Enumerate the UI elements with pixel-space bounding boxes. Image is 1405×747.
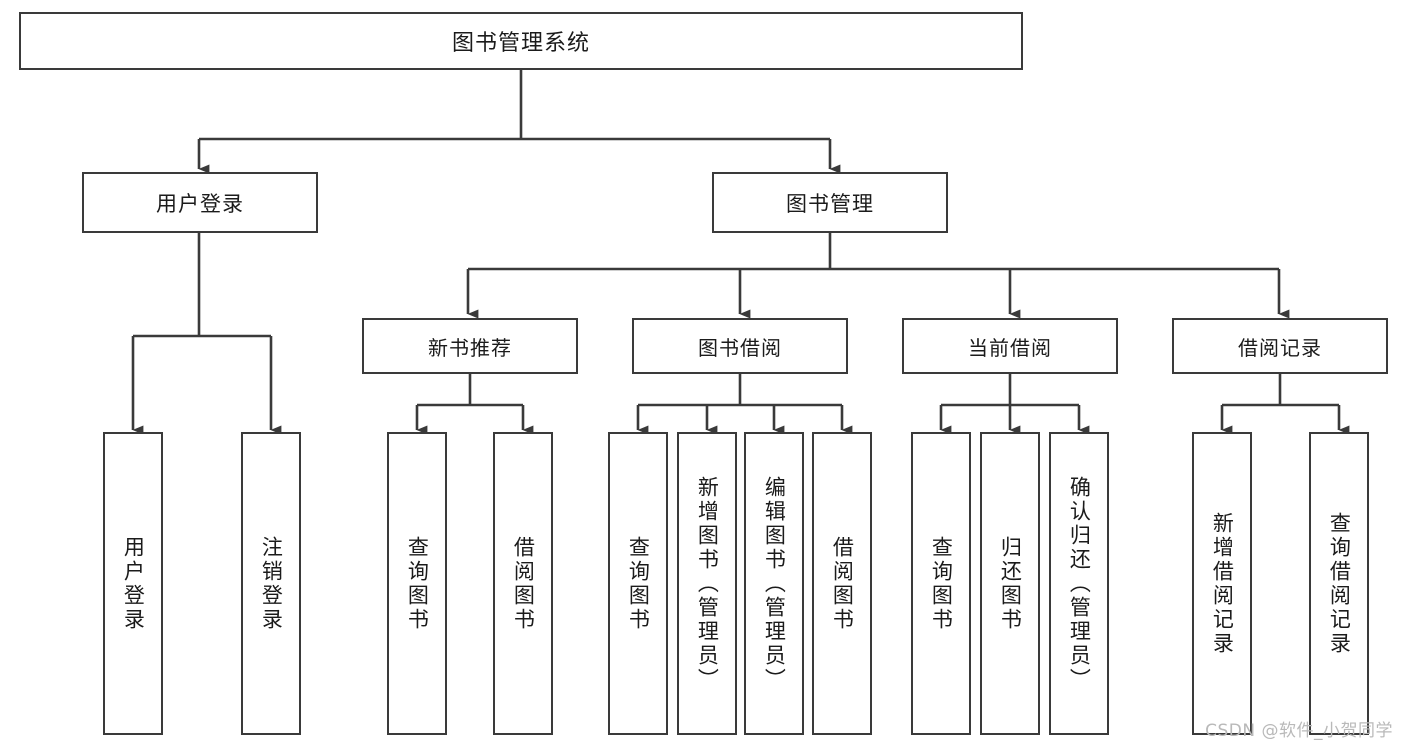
leaf-user-login-label: 用户登录: [121, 535, 146, 632]
leaf-edit-book-admin-label: 编辑图书（管理员）: [762, 475, 787, 692]
leaf-borrow-book-recommend[interactable]: 借阅图书: [493, 432, 553, 735]
node-borrow-record[interactable]: 借阅记录: [1172, 318, 1388, 374]
leaf-user-login[interactable]: 用户登录: [103, 432, 163, 735]
leaf-return-book[interactable]: 归还图书: [980, 432, 1040, 735]
leaf-query-book-current[interactable]: 查询图书: [911, 432, 971, 735]
leaf-query-book-borrow[interactable]: 查询图书: [608, 432, 668, 735]
node-new-book-recommend[interactable]: 新书推荐: [362, 318, 578, 374]
node-book-manage[interactable]: 图书管理: [712, 172, 948, 233]
leaf-confirm-return-admin-label: 确认归还（管理员）: [1067, 475, 1092, 692]
leaf-query-book-recommend[interactable]: 查询图书: [387, 432, 447, 735]
node-new-book-recommend-label: 新书推荐: [428, 335, 512, 360]
node-current-borrow[interactable]: 当前借阅: [902, 318, 1118, 374]
leaf-query-book-borrow-label: 查询图书: [626, 535, 651, 632]
node-book-borrow-label: 图书借阅: [698, 335, 782, 360]
csdn-watermark: CSDN @软件_小贺同学: [1205, 721, 1393, 741]
leaf-edit-book-admin[interactable]: 编辑图书（管理员）: [744, 432, 804, 735]
node-user-login-label: 用户登录: [156, 191, 244, 216]
leaf-borrow-book-borrow-label: 借阅图书: [830, 535, 855, 632]
node-current-borrow-label: 当前借阅: [968, 335, 1052, 360]
leaf-query-book-recommend-label: 查询图书: [405, 535, 430, 632]
leaf-add-book-admin[interactable]: 新增图书（管理员）: [677, 432, 737, 735]
leaf-add-borrow-record-label: 新增借阅记录: [1210, 511, 1235, 656]
leaf-logout-login-label: 注销登录: [259, 535, 284, 632]
leaf-add-book-admin-label: 新增图书（管理员）: [695, 475, 720, 692]
node-book-manage-label: 图书管理: [786, 191, 874, 216]
node-root-label: 图书管理系统: [451, 31, 590, 56]
leaf-query-borrow-record[interactable]: 查询借阅记录: [1309, 432, 1369, 735]
leaf-query-borrow-record-label: 查询借阅记录: [1327, 511, 1352, 656]
leaf-borrow-book-recommend-label: 借阅图书: [511, 535, 536, 632]
leaf-logout-login[interactable]: 注销登录: [241, 432, 301, 735]
leaf-query-book-current-label: 查询图书: [929, 535, 954, 632]
leaf-borrow-book-borrow[interactable]: 借阅图书: [812, 432, 872, 735]
leaf-return-book-label: 归还图书: [998, 535, 1023, 632]
node-user-login[interactable]: 用户登录: [82, 172, 318, 233]
leaf-add-borrow-record[interactable]: 新增借阅记录: [1192, 432, 1252, 735]
node-root-library-system[interactable]: 图书管理系统: [19, 12, 1023, 70]
leaf-confirm-return-admin[interactable]: 确认归还（管理员）: [1049, 432, 1109, 735]
node-borrow-record-label: 借阅记录: [1238, 335, 1322, 360]
node-book-borrow[interactable]: 图书借阅: [632, 318, 848, 374]
